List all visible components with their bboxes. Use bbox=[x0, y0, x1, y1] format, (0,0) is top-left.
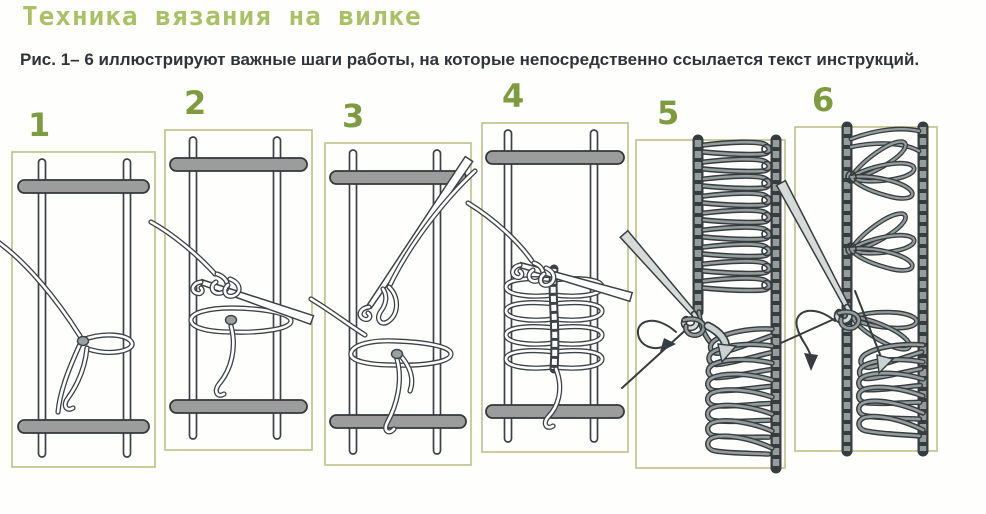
fork-bar-bottom bbox=[169, 399, 308, 414]
fork-prong-left bbox=[37, 158, 47, 458]
fork-prong-right bbox=[122, 158, 132, 458]
crochet-hook-icon bbox=[619, 229, 697, 317]
knot bbox=[390, 348, 404, 360]
figure-5: 5 bbox=[619, 96, 799, 476]
figure-2: 2 bbox=[151, 86, 326, 456]
free-loops bbox=[857, 335, 923, 457]
fork-bar-top bbox=[17, 179, 150, 194]
figure-3-illustration bbox=[311, 142, 485, 466]
loop-cluster-1 bbox=[846, 138, 915, 205]
figure-1-label: 1 bbox=[28, 106, 51, 144]
figure-2-label: 2 bbox=[184, 84, 207, 122]
hairpin-fork bbox=[17, 158, 150, 458]
knot bbox=[224, 314, 238, 326]
insert-path-line bbox=[854, 290, 882, 358]
figure-1-frame bbox=[11, 151, 156, 468]
figure-5-frame bbox=[635, 139, 786, 469]
figure-6: 6 bbox=[775, 83, 951, 457]
figure-4: 4 bbox=[468, 79, 642, 458]
crochet-hook-icon bbox=[199, 278, 315, 326]
figure-6-frame bbox=[794, 126, 938, 452]
figure-5-label: 5 bbox=[657, 94, 680, 132]
twist-arrow-icon bbox=[795, 309, 836, 371]
fork-bar-bottom bbox=[17, 419, 150, 434]
hairpin-fork bbox=[169, 136, 308, 440]
yarn-over-hook bbox=[360, 171, 475, 360]
figure-4-frame bbox=[481, 122, 629, 453]
yarn-slip-knot bbox=[0, 242, 132, 412]
figure-6-illustration bbox=[775, 121, 938, 457]
direction-arrow-icon bbox=[708, 326, 738, 364]
free-loops bbox=[706, 321, 772, 476]
figure-2-illustration bbox=[151, 129, 315, 451]
fork-bar-top bbox=[329, 170, 467, 185]
figure-1: 1 bbox=[0, 108, 169, 473]
stretched-loops bbox=[704, 142, 772, 290]
working-yarn bbox=[621, 325, 691, 389]
center-braid bbox=[545, 269, 559, 427]
fork-bar-top bbox=[485, 150, 625, 165]
fork-prong-left bbox=[348, 149, 358, 455]
fork-bar-bottom bbox=[329, 414, 467, 429]
twist-arrow-icon bbox=[636, 320, 677, 352]
page-title: Техника вязания на вилке bbox=[22, 2, 422, 32]
fork-bar-top bbox=[169, 157, 308, 172]
loop-cluster-2 bbox=[846, 210, 915, 277]
caption-text: Рис. 1– 6 иллюстрируют важные шаги работ… bbox=[20, 50, 920, 69]
figure-4-label: 4 bbox=[502, 77, 525, 115]
edge-braid-left bbox=[692, 134, 710, 342]
figure-4-illustration bbox=[468, 122, 634, 453]
figure-1-illustration bbox=[0, 151, 156, 468]
knot bbox=[76, 335, 90, 347]
figure-3: 3 bbox=[311, 99, 485, 471]
figure-6-label: 6 bbox=[812, 81, 835, 119]
figure-3-label: 3 bbox=[342, 97, 365, 135]
direction-arrow-icon bbox=[876, 354, 895, 375]
hairpin-fork bbox=[329, 149, 467, 455]
figure-5-illustration bbox=[619, 134, 786, 476]
figure-2-frame bbox=[164, 129, 313, 451]
fork-prong-right bbox=[272, 136, 282, 440]
yarn-over-hook bbox=[193, 274, 239, 326]
figure-3-frame bbox=[324, 142, 472, 466]
crochet-hook-icon bbox=[775, 179, 851, 310]
fork-prong-right bbox=[432, 149, 442, 455]
